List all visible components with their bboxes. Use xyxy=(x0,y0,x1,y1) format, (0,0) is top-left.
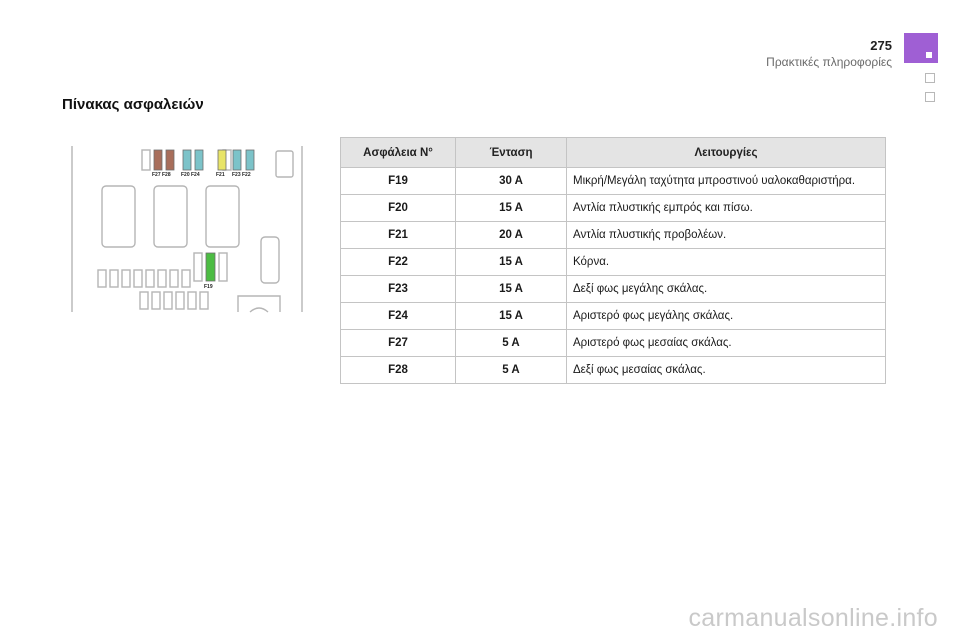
function-cell: Αριστερό φως μεγάλης σκάλας. xyxy=(566,302,886,330)
rating-cell: 15 A xyxy=(455,302,567,330)
function-cell: Αριστερό φως μεσαίας σκάλας. xyxy=(566,329,886,357)
rating-cell: 15 A xyxy=(455,275,567,303)
watermark: carmanualsonline.info xyxy=(688,604,938,632)
function-cell: Μικρή/Μεγάλη ταχύτητα μπροστινού υαλοκαθ… xyxy=(566,167,886,195)
table-row: F24 15 A Αριστερό φως μεγάλης σκάλας. xyxy=(340,302,886,330)
col-header-rating: Ένταση xyxy=(455,137,567,168)
fuse-box-diagram: F27 F28 F20 F24 F21 F23 F22 F19 xyxy=(71,146,303,313)
fuse-number-cell: F20 xyxy=(340,194,456,222)
table-row: F23 15 A Δεξί φως μεγάλης σκάλας. xyxy=(340,275,886,303)
fuse-f27 xyxy=(153,149,163,171)
table-header-row: Ασφάλεια N° Ένταση Λειτουργίες xyxy=(340,137,886,168)
fuse-number-cell: F23 xyxy=(340,275,456,303)
function-cell: Αντλία πλυστικής εμπρός και πίσω. xyxy=(566,194,886,222)
function-cell: Αντλία πλυστικής προβολέων. xyxy=(566,221,886,249)
rating-cell: 5 A xyxy=(455,356,567,384)
rating-cell: 30 A xyxy=(455,167,567,195)
fuse-number-cell: F28 xyxy=(340,356,456,384)
fuse-f20 xyxy=(182,149,192,171)
rating-cell: 15 A xyxy=(455,248,567,276)
diagram-label-f21: F21 xyxy=(216,172,225,178)
rating-cell: 5 A xyxy=(455,329,567,357)
fuse-f24 xyxy=(194,149,204,171)
diagram-label-f23-f22: F23 F22 xyxy=(232,172,251,178)
fuse-f28 xyxy=(165,149,175,171)
fuse-number-cell: F19 xyxy=(340,167,456,195)
col-header-fuse-number: Ασφάλεια N° xyxy=(340,137,456,168)
chapter-box-1[interactable] xyxy=(925,73,935,83)
diagram-label-f19: F19 xyxy=(204,284,213,290)
fuse-f22 xyxy=(245,149,255,171)
function-cell: Κόρνα. xyxy=(566,248,886,276)
diagram-label-f27-f28: F27 F28 xyxy=(152,172,171,178)
fuse-number-cell: F22 xyxy=(340,248,456,276)
chapter-box-2[interactable] xyxy=(925,92,935,102)
table-row: F22 15 A Κόρνα. xyxy=(340,248,886,276)
section-title: Πρακτικές πληροφορίες xyxy=(766,55,892,69)
page-number: 275 xyxy=(870,38,892,53)
col-header-functions: Λειτουργίες xyxy=(566,137,886,168)
table-row: F19 30 A Μικρή/Μεγάλη ταχύτητα μπροστινο… xyxy=(340,167,886,195)
fuse-f19 xyxy=(205,252,216,282)
table-row: F21 20 A Αντλία πλυστικής προβολέων. xyxy=(340,221,886,249)
table-row: F28 5 A Δεξί φως μεσαίας σκάλας. xyxy=(340,356,886,384)
diagram-label-f20-f24: F20 F24 xyxy=(181,172,200,178)
chapter-tab-marker xyxy=(926,52,932,58)
function-cell: Δεξί φως μεσαίας σκάλας. xyxy=(566,356,886,384)
table-row: F20 15 A Αντλία πλυστικής εμπρός και πίσ… xyxy=(340,194,886,222)
function-cell: Δεξί φως μεγάλης σκάλας. xyxy=(566,275,886,303)
fuse-f21 xyxy=(217,149,227,171)
page-heading: Πίνακας ασφαλειών xyxy=(62,96,204,113)
chapter-tab[interactable] xyxy=(904,33,938,63)
rating-cell: 15 A xyxy=(455,194,567,222)
fuse-number-cell: F27 xyxy=(340,329,456,357)
fuse-number-cell: F21 xyxy=(340,221,456,249)
fuse-f23 xyxy=(232,149,242,171)
fuse-table: Ασφάλεια N° Ένταση Λειτουργίες F19 30 A … xyxy=(340,137,886,384)
rating-cell: 20 A xyxy=(455,221,567,249)
table-row: F27 5 A Αριστερό φως μεσαίας σκάλας. xyxy=(340,329,886,357)
fuse-number-cell: F24 xyxy=(340,302,456,330)
